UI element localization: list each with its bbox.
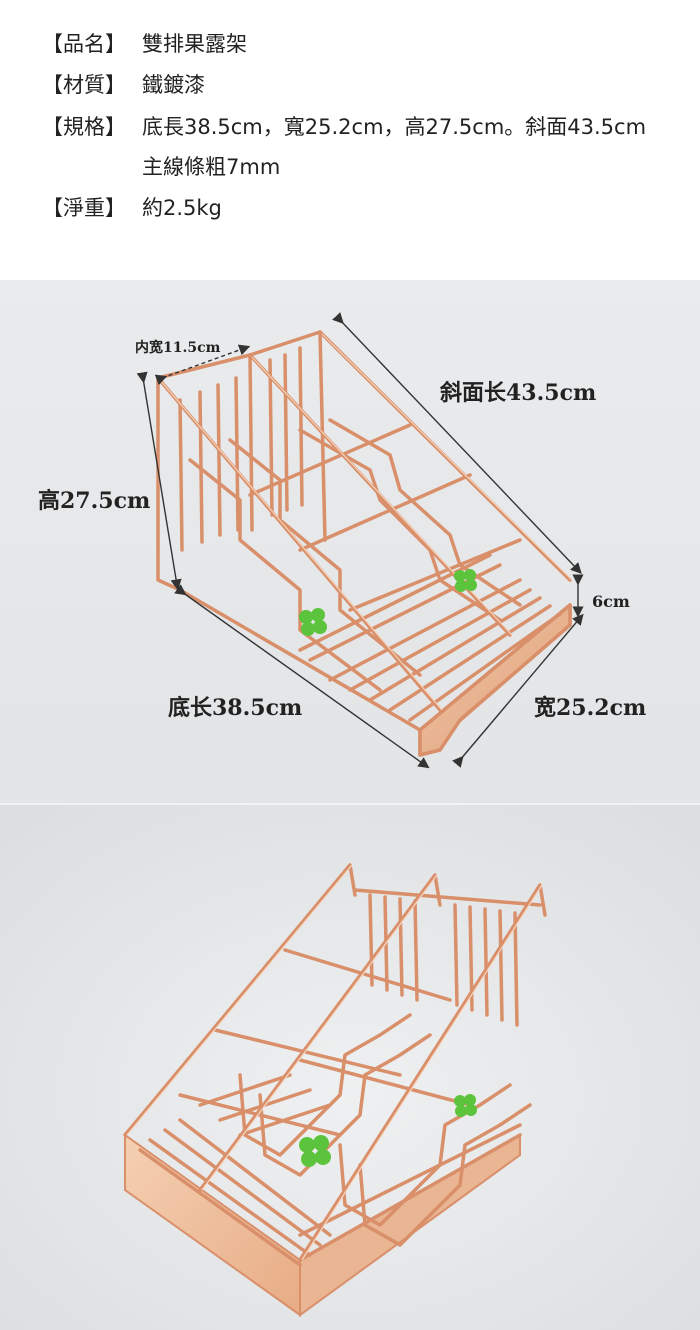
spec-value: 約2.5kg bbox=[142, 196, 222, 220]
spec-label: 【品名】 bbox=[42, 32, 126, 56]
label-height: 高27.5cm bbox=[38, 488, 150, 514]
spec-label: 【淨重】 bbox=[42, 196, 126, 220]
spec-name-row: 【品名】雙排果露架 bbox=[42, 31, 247, 57]
spec-weight-row: 【淨重】約2.5kg bbox=[42, 195, 222, 221]
spec-label: 【材質】 bbox=[42, 73, 126, 97]
label-width: 宽25.2cm bbox=[534, 695, 646, 721]
spec-value: 鐵鍍漆 bbox=[142, 73, 205, 97]
product-photo bbox=[0, 805, 700, 1330]
rack-dimension-illustration: 内宽11.5cm 斜面长43.5cm 高27.5cm 6cm 底长38.5cm … bbox=[0, 280, 700, 805]
label-inner-width: 内宽11.5cm bbox=[135, 339, 221, 356]
dimension-lines bbox=[136, 312, 584, 769]
spec-material-row: 【材質】鐵鍍漆 bbox=[42, 72, 205, 98]
spec-size-row: 【規格】底長38.5cm，寬25.2cm，高27.5cm。斜面43.5cm bbox=[42, 114, 646, 140]
label-slope-length: 斜面长43.5cm bbox=[439, 380, 596, 406]
label-front-height: 6cm bbox=[592, 592, 630, 611]
spec-size-continued: 主線條粗7mm bbox=[142, 155, 281, 179]
spec-value: 雙排果露架 bbox=[142, 32, 247, 56]
dimension-photo: 内宽11.5cm 斜面长43.5cm 高27.5cm 6cm 底长38.5cm … bbox=[0, 280, 700, 805]
clover-decoration-left-2 bbox=[299, 1135, 331, 1167]
spec-value: 底長38.5cm，寬25.2cm，高27.5cm。斜面43.5cm bbox=[142, 115, 647, 139]
spec-section: 【品名】雙排果露架 【材質】鐵鍍漆 【規格】底長38.5cm，寬25.2cm，高… bbox=[0, 0, 700, 280]
spec-label: 【規格】 bbox=[42, 115, 126, 139]
clover-decoration-right-2 bbox=[454, 1094, 477, 1117]
wire-highlights-angled bbox=[126, 864, 543, 1261]
label-base-length: 底长38.5cm bbox=[168, 695, 302, 721]
rack-product-illustration bbox=[0, 805, 700, 1330]
